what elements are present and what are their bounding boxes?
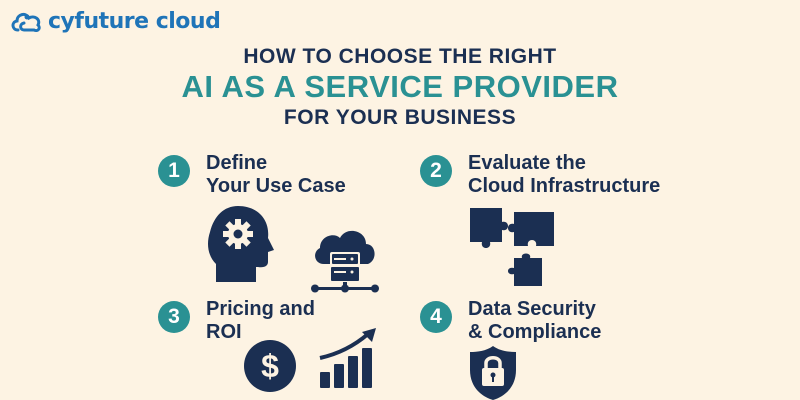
svg-text:$: $ — [261, 348, 279, 384]
page-title: HOW TO CHOOSE THE RIGHT AI AS A SERVICE … — [0, 44, 800, 132]
shield-lock-icon — [470, 346, 516, 400]
step-label: Define Your Use Case — [206, 152, 346, 197]
puzzle-icon — [470, 208, 554, 286]
title-line-1: HOW TO CHOOSE THE RIGHT — [243, 45, 557, 68]
dollar-coin-icon: $ — [244, 340, 296, 392]
step-1: 1 Define Your Use Case — [158, 152, 346, 198]
brand-logo: cyfuture cloud — [10, 8, 221, 34]
step-4: 4 Data Security & Compliance — [420, 298, 601, 344]
brand-name: cyfuture cloud — [48, 8, 221, 34]
growth-chart-icon — [319, 328, 376, 388]
step-number-badge: 3 — [158, 301, 190, 333]
step-label: Pricing and ROI — [206, 298, 315, 343]
step-number-badge: 2 — [420, 155, 452, 187]
head-gear-icon — [208, 206, 274, 282]
step-label: Data Security & Compliance — [468, 298, 602, 343]
step-2: 2 Evaluate the Cloud Infrastructure — [420, 152, 660, 198]
step-3: 3 Pricing and ROI — [158, 298, 315, 344]
cloud-logo-icon — [11, 12, 41, 32]
title-line-2: AI AS A SERVICE PROVIDER — [181, 69, 619, 104]
step-number-badge: 4 — [420, 301, 452, 333]
cloud-server-icon — [311, 230, 379, 293]
step-number-badge: 1 — [158, 155, 190, 187]
title-line-3: FOR YOUR BUSINESS — [283, 106, 517, 129]
step-label: Evaluate the Cloud Infrastructure — [468, 152, 661, 197]
